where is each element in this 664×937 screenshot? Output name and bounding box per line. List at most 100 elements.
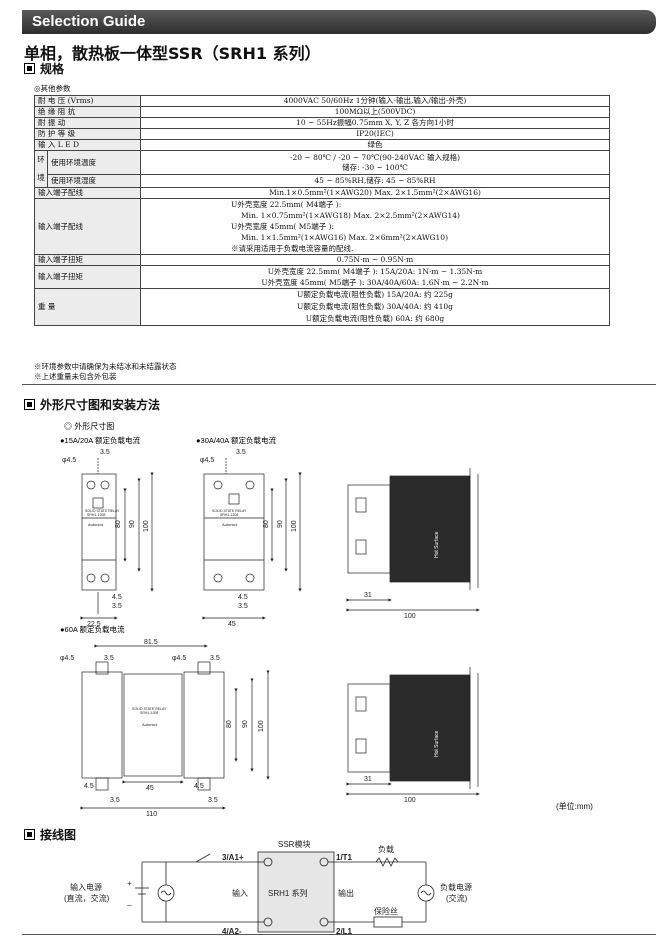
hole-a: φ4.5	[62, 457, 76, 464]
brand-a: Autonics	[88, 522, 103, 527]
dim-c-b1-r: 4.5	[194, 783, 204, 790]
hole-c2: φ4.5	[172, 655, 186, 662]
divider	[22, 384, 656, 385]
row-value: 绿色	[140, 139, 610, 151]
brand-c: Autonics	[142, 722, 157, 727]
row-label: 防 护 等 级	[34, 128, 141, 140]
relay-model-b: SRH1-1208	[220, 513, 238, 517]
relay-model-c: SRH1-1208	[140, 711, 158, 715]
ssr-module-label: SSR模块	[278, 839, 310, 849]
ssr-name: SRH1 系列	[268, 888, 308, 898]
dim-c-b2-r: 3.5	[208, 797, 218, 804]
line: U额定负载电流(阻性负载) 15A/20A: 约 225g	[297, 290, 453, 299]
table-row: 输入端子配线 U外壳宽度 22.5mm( M4端子 ): Min. 1×0.75…	[34, 198, 610, 255]
env-hum-value: 45 ~ 85%RH,储存: 45 ~ 85%RH	[140, 174, 610, 188]
dim-c-b1: 4.5	[84, 783, 94, 790]
table-row: 使用环境湿度 45 ~ 85%RH,储存: 45 ~ 85%RH	[35, 174, 610, 188]
row-label: 重 量	[34, 288, 141, 326]
relay-text-b: SOLID STATE RELAY	[212, 509, 247, 513]
terminal-l1: 2/L1	[336, 927, 353, 936]
dim-c-h1: 80	[226, 720, 233, 728]
dim-b-b2: 3.5	[238, 603, 248, 610]
env-temp-store: 储存: -30 ~ 100℃	[342, 162, 408, 172]
output-label: 输出	[338, 888, 354, 898]
weight-cell: U额定负载电流(阻性负载) 15A/20A: 约 225g U额定负载电流(阻性…	[140, 288, 610, 326]
banner-text: Selection Guide	[32, 13, 146, 30]
row-label: 输 入 L E D	[34, 139, 141, 151]
dim-b-w: 45	[228, 621, 236, 628]
brand-b: Autonics	[222, 522, 237, 527]
relay-model-a: SRH1-1208	[87, 513, 105, 517]
fuse-label: 保险丝	[374, 906, 398, 916]
side-len-lower: 100	[404, 797, 416, 804]
row-label: 耐 振 动	[34, 117, 141, 129]
label-15-20a: ●15A/20A 额定负载电流	[60, 435, 140, 445]
terminal-t1: 1/T1	[336, 853, 353, 862]
dim-b-h1: 80	[263, 520, 270, 528]
dim-c-span: 81.5	[144, 639, 158, 646]
drawing-30-40a	[202, 458, 302, 620]
dimension-drawings: ◎ 外形尺寸图 ●15A/20A 额定负载电流 ●30A/40A 额定负载电流 …	[60, 421, 480, 818]
dim-b-top: 3.5	[236, 449, 246, 456]
dim-c-top1: 3.5	[104, 655, 114, 662]
input-label: 输入	[232, 888, 248, 898]
dim-a-h2: 90	[129, 520, 136, 528]
wiring-section-title: 接线图	[24, 826, 76, 843]
env-hum-label: 使用环境湿度	[47, 174, 141, 188]
drawing-15-20a	[80, 458, 154, 620]
row-value: Min.1×0.5mm²(1×AWG20) Max. 2×1.5mm²(2×AW…	[140, 187, 610, 199]
row-value: 0.75N·m ~ 0.95N·m	[140, 254, 610, 266]
side-len-upper: 100	[404, 613, 416, 620]
row-value: 10 ~ 55Hz振幅0.75mm X, Y, Z 各方向1小时	[140, 117, 610, 129]
table-row: 重 量 U额定负载电流(阻性负载) 15A/20A: 约 225g U额定负载电…	[34, 288, 610, 326]
input-power-label: 输入电源	[70, 882, 102, 892]
input-power-type: (直流，交流)	[64, 893, 110, 903]
line: Min. 1×1.5mm²(1×AWG16) Max. 2×6mm²(2×AWG…	[241, 233, 449, 242]
dim-c-h2: 90	[242, 720, 249, 728]
dim-c-w: 110	[146, 811, 157, 818]
selection-guide-banner: Selection Guide	[22, 10, 656, 34]
row-label: 输入端子配线	[34, 198, 141, 255]
fuse-icon	[373, 916, 403, 928]
env-temp-label: 使用环境温度	[47, 149, 141, 176]
load-power-type: (交流)	[446, 893, 468, 903]
unit-label: (单位:mm)	[556, 802, 593, 811]
dim-a-w: 22.5	[87, 621, 101, 628]
line: ※请采用适用于负载电流容量的配线.	[231, 244, 354, 253]
line: Min. 1×0.75mm²(1×AWG18) Max. 2×2.5mm²(2×…	[241, 211, 460, 220]
row-label: 输入端子配线	[34, 187, 141, 199]
line: U外壳宽度 45mm( M5端子 ):	[231, 222, 335, 231]
env-temp-value: -20 ~ 80℃ / -20 ~ 70℃(90-240VAC 输入规格)	[289, 152, 461, 162]
row-label: 输入端子扭矩	[34, 265, 141, 289]
page-title: 单相，散热板一体型SSR（SRH1 系列）	[24, 44, 321, 63]
load-power-label: 负载电源	[440, 882, 472, 892]
row-value: 100MΩ以上(500VDC)	[140, 106, 610, 118]
side-depth-lower: 31	[364, 776, 372, 783]
bottom-divider	[22, 934, 656, 935]
hot-surface-upper: Hot Surface	[434, 531, 440, 558]
dim-b-b1: 4.5	[238, 594, 248, 601]
load-label: 负载	[378, 844, 394, 854]
hole-b: φ4.5	[200, 457, 214, 464]
dimensions-section-title: 外形尺寸图和安装方法	[24, 396, 160, 413]
table-row: 环境 使用环境温度 -20 ~ 80℃ / -20 ~ 70℃(90-240VA…	[34, 149, 610, 188]
out-torque-cell: U外壳宽度 22.5mm( M4端子 ): 15A/20A: 1N·m ~ 1.…	[140, 265, 610, 289]
row-label: 输入端子扭矩	[34, 254, 141, 266]
row-label: 绝 缘 阻 抗	[34, 106, 141, 118]
drawing-60a	[80, 644, 270, 810]
dim-subhead: ◎ 外形尺寸图	[64, 421, 114, 431]
line: U外壳宽度 22.5mm( M4端子 ): 15A/20A: 1N·m ~ 1.…	[267, 267, 483, 276]
dim-c-top2: 3.5	[210, 655, 220, 662]
note: ※环境参数中请确保为未结冰和未结露状态	[34, 362, 177, 371]
env-side-label: 环境	[34, 150, 48, 188]
relay-text-c: SOLID STATE RELAY	[132, 707, 167, 711]
row-label: 耐 电 压 (Vrms)	[34, 95, 141, 107]
dim-c-b2: 3.5	[110, 797, 120, 804]
dim-a-b1: 4.5	[112, 594, 122, 601]
side-view-upper	[346, 468, 480, 612]
hot-surface-lower: Hot Surface	[434, 730, 440, 757]
